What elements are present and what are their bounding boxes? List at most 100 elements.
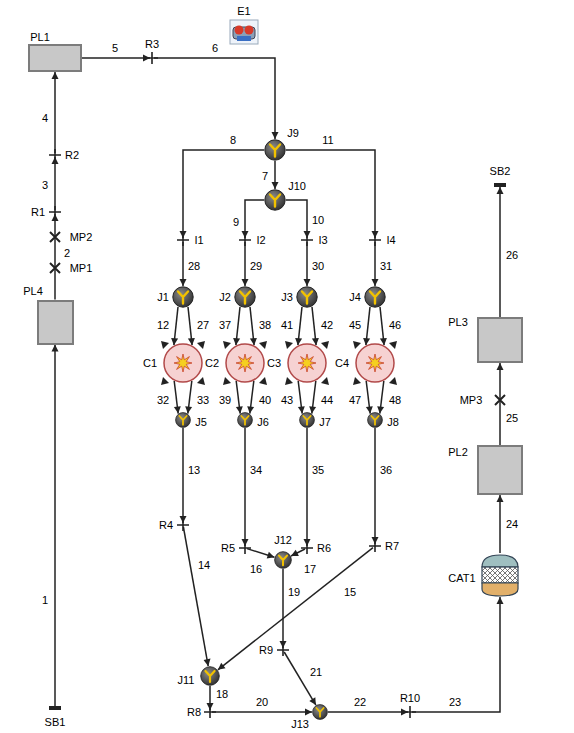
pipe-connector <box>242 242 249 286</box>
stream-number: 12 <box>156 319 170 331</box>
equipment-label: SB2 <box>489 165 512 177</box>
junction-node: J8 <box>367 412 383 428</box>
equipment-label: J5 <box>194 416 208 428</box>
stream-number: 30 <box>311 260 325 272</box>
pipe-connector <box>286 150 379 238</box>
pipe-line <box>286 200 307 238</box>
stream-number: 24 <box>505 518 519 530</box>
pipe-connector <box>295 307 302 345</box>
pipe-connector <box>250 307 257 345</box>
pipe-line <box>284 652 316 705</box>
flow-arrowhead <box>309 406 316 413</box>
stream-number: 10 <box>311 214 325 226</box>
pipe-connector <box>52 214 59 300</box>
pipe-connector <box>377 381 384 414</box>
compressor-node: C1 <box>163 343 203 383</box>
stream-number: 13 <box>187 464 201 476</box>
pipe-connector <box>363 307 370 345</box>
pipe-connector <box>212 709 312 716</box>
junction-node: J11 <box>200 666 220 686</box>
compressor-node: C2 <box>225 343 265 383</box>
pipe-connector <box>242 428 249 546</box>
junction-node: J1 <box>172 286 194 308</box>
pipe-line <box>499 187 501 317</box>
pipe-line <box>54 214 56 300</box>
stream-number: 27 <box>196 319 210 331</box>
junction-node: J3 <box>296 286 318 308</box>
pipe-connector <box>174 381 181 414</box>
pipeline-box: PL2 <box>477 445 523 495</box>
pipe-line <box>412 597 500 712</box>
stream-number: 3 <box>41 179 49 191</box>
equipment-label: J9 <box>286 127 300 139</box>
equipment-label: J13 <box>290 718 310 730</box>
stream-number: 17 <box>303 563 317 575</box>
pipe-connector <box>380 307 387 345</box>
reducer-node: R6 <box>305 546 309 550</box>
stream-number: 34 <box>249 464 263 476</box>
flow-arrowhead <box>233 338 240 345</box>
stream-number: 23 <box>448 696 462 708</box>
stream-number: 21 <box>309 666 323 678</box>
equipment-label: J4 <box>348 291 362 303</box>
stream-number: 41 <box>280 319 294 331</box>
stream-number: 36 <box>379 464 393 476</box>
monitor-point-mark <box>495 395 505 405</box>
pipe-connector <box>185 381 192 414</box>
pipe-connector <box>312 307 319 345</box>
reducer-mark <box>53 210 57 214</box>
pipe-connector <box>304 428 311 546</box>
flow-arrowhead <box>295 338 302 345</box>
compressor-symbol <box>355 343 395 383</box>
pipe-line <box>245 200 264 238</box>
reducer-node: R1 <box>53 210 57 214</box>
pipe-connector <box>52 157 59 210</box>
reducer-mark <box>373 238 377 242</box>
reducer-node: R2 <box>53 153 57 157</box>
pipe-line <box>306 428 308 546</box>
pipe-connector <box>412 597 504 712</box>
pipe-connector <box>286 200 311 238</box>
stream-number: 18 <box>215 688 229 700</box>
pipe-line <box>282 569 284 648</box>
junction-symbol <box>200 666 220 686</box>
junction-symbol <box>312 704 328 720</box>
equipment-label: PL4 <box>22 285 44 297</box>
flow-arrowhead <box>250 338 257 345</box>
pipe-connector <box>180 242 187 286</box>
stream-number: 19 <box>287 586 301 598</box>
junction-symbol <box>264 139 286 161</box>
equipment-label: J10 <box>287 180 307 192</box>
stream-number: 32 <box>156 394 170 406</box>
pipe-connector <box>328 709 408 716</box>
equipment-label: J12 <box>273 534 293 546</box>
pipe-connector <box>272 161 279 189</box>
pipe-connector <box>366 381 373 414</box>
flow-arrowhead <box>185 406 192 413</box>
pipe-line <box>499 495 501 553</box>
equipment-label: R4 <box>158 519 174 531</box>
pipe-line <box>328 711 408 713</box>
equipment-label: R10 <box>399 692 421 704</box>
catalyst-node: CAT1 <box>480 553 520 597</box>
junction-symbol <box>299 412 315 428</box>
equipment-label: R2 <box>64 149 80 161</box>
flow-arrowhead <box>272 132 279 139</box>
pipe-connector <box>372 428 379 544</box>
flow-arrowhead <box>180 279 187 286</box>
flow-arrowhead <box>267 552 275 559</box>
flow-arrowhead <box>312 338 319 345</box>
pipeline-box <box>477 445 523 495</box>
stream-number: 39 <box>218 394 232 406</box>
pipe-connector <box>188 307 195 345</box>
pipe-line <box>54 72 56 153</box>
junction-node: J6 <box>237 412 253 428</box>
reducer-node: R7 <box>373 544 377 548</box>
boundary-node: SB2 <box>494 183 506 187</box>
pipe-line <box>244 428 246 546</box>
stream-number: 14 <box>197 559 211 571</box>
pipe-connector <box>309 381 316 414</box>
equipment-label: I2 <box>255 234 266 246</box>
